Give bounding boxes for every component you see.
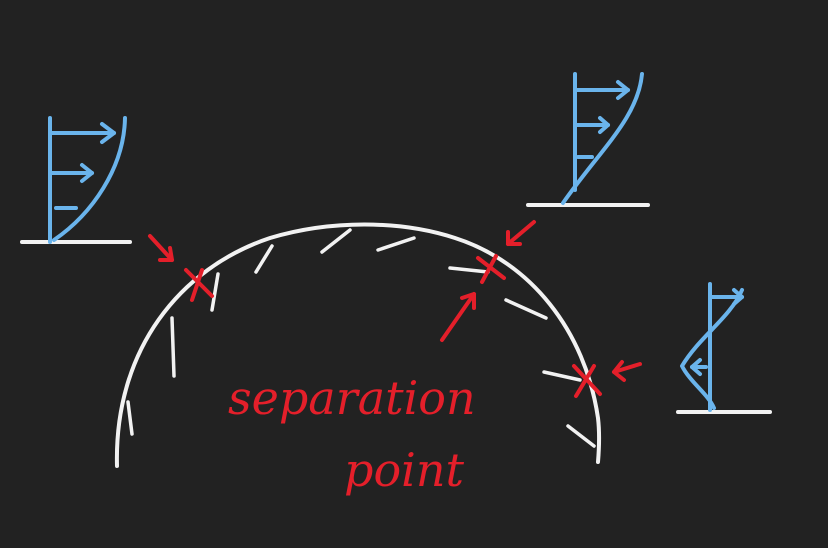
annotation-label-line2: point: [344, 443, 464, 497]
annotations: [148, 220, 642, 398]
upstream-marker: [148, 234, 214, 302]
profile-arrows: [575, 80, 630, 159]
body-surface: [114, 222, 602, 468]
reversed-profile: [676, 282, 772, 414]
profile-curve: [52, 116, 127, 242]
downstream-marker: [572, 360, 642, 398]
body-outline: [114, 222, 602, 468]
separation-arrow-from-label: [440, 292, 476, 342]
separation-profile: [526, 72, 650, 207]
profile-arrows: [50, 122, 116, 210]
profile-arrows: [690, 288, 744, 376]
profile-curve: [561, 72, 644, 205]
upstream-arrow: [148, 234, 174, 262]
attached-profile: [20, 116, 132, 244]
downstream-arrow: [612, 362, 642, 374]
surface-hatching: [126, 228, 596, 448]
profile-curve: [680, 288, 744, 410]
separation-arrow-from-profile: [506, 220, 536, 246]
annotation-label-line1: separation: [228, 371, 476, 425]
separation-point-marker: [440, 220, 536, 342]
